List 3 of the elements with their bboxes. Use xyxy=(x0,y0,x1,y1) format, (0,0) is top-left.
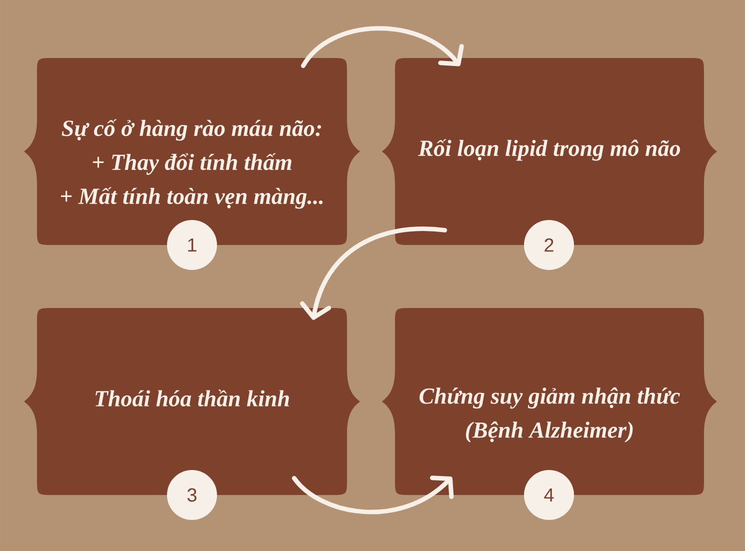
curved-arrow xyxy=(292,476,454,514)
curved-arrow xyxy=(300,26,464,68)
curved-arrow xyxy=(300,226,448,320)
